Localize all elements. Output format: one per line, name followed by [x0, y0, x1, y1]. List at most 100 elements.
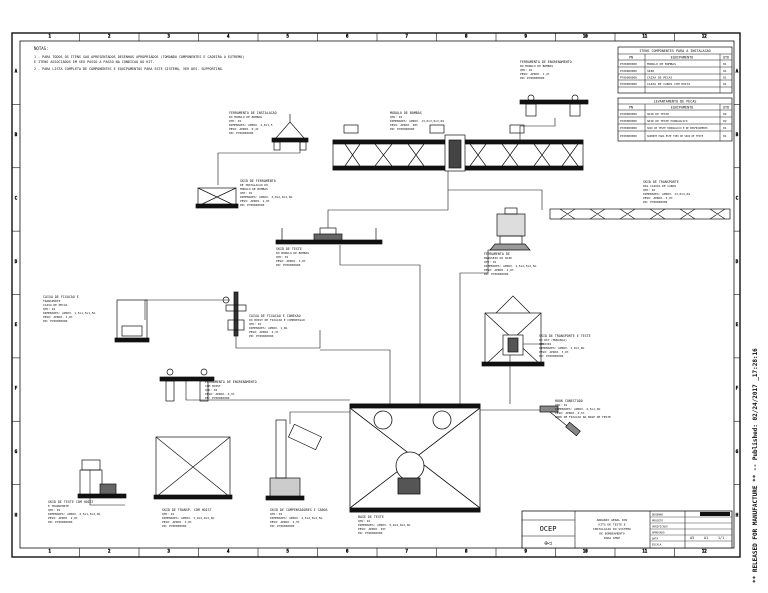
notes-heading: NOTAS:: [34, 46, 48, 51]
callout-line: PN: P700000000: [43, 319, 68, 323]
callout-line: PESO: APROX. 3,0t: [539, 350, 569, 354]
table-cell: P700000000: [620, 62, 637, 66]
callout-line: QTD: 01: [484, 260, 496, 264]
grid-column-number: 11: [642, 549, 647, 554]
callout-line: PN: P700000000: [240, 203, 265, 207]
callout-title: FERRAMENTA DE ENGRENAMENTO: [520, 60, 572, 64]
callout-line: PN: P700000000: [205, 396, 230, 400]
callout-line: PESO: APROX. 3,0t: [162, 520, 192, 524]
grid-row-letter: D: [15, 259, 18, 264]
callout-line: MODULO DE BOMBAS: [240, 187, 268, 191]
components-table-title: ITENS COMPONENTES PARA A INSTALACAO: [639, 49, 710, 53]
callout-line: QTD: 01: [643, 188, 655, 192]
grid-column-number: 2: [108, 549, 111, 554]
callout-line: QTD: 01: [43, 307, 55, 311]
callout-line: DIMENSOES: APROX. 13,0x3,0x3,0m: [390, 119, 444, 123]
callout-line: DIMENSOES: APROX. 3,0x3,0m: [539, 346, 585, 350]
grid-column-number: 11: [642, 34, 647, 39]
callout-line: QTD: 01: [270, 512, 282, 516]
grid-row-letter: F: [736, 386, 739, 391]
grid-row-letter: B: [15, 132, 18, 137]
engagement-tool-drawing: [519, 94, 589, 117]
callout-line: PESO: APROX. 1,2t: [520, 72, 550, 76]
callout-title: HOOK CONECTADO: [555, 399, 583, 403]
callout-line: DO KIT (MUDANCA): [539, 338, 567, 342]
callout-title: SKID DE TRANSPORTE E TESTE: [539, 334, 591, 338]
grid-column-number: 7: [406, 34, 409, 39]
table-cell: MODULO DE BOMBAS: [647, 62, 676, 66]
grid-column-number: 8: [465, 549, 468, 554]
grid-column-number: 1: [49, 34, 52, 39]
callout-line: PESO: APROX. 0,4t: [229, 127, 259, 131]
grid-column-number: 9: [525, 34, 528, 39]
grid-column-number: 3: [168, 549, 171, 554]
table-cell: 01: [723, 69, 727, 73]
parts-table: LEVANTAMENTO DE PECAS PN EQUIPAMENTO QTD…: [617, 97, 733, 142]
table-cell: SKID: [647, 69, 654, 73]
test-base-drawing: [349, 403, 481, 513]
table-cell: SKID DE TESTE HIDRAULICO E DE RESFRIAMEN…: [647, 127, 708, 130]
callout-title: SKID DE TESTE: [276, 247, 302, 251]
callout-line: PN: P700000000: [48, 520, 73, 524]
title-description-line: PARA SMSP: [604, 536, 620, 540]
grid-column-number: 3: [168, 34, 171, 39]
callout-line: PN: P700000000: [520, 76, 545, 80]
grid-row-letter: B: [736, 132, 739, 137]
callout-line: DIMENSOES: APROX. 5,0x4,0x2,0m: [358, 523, 410, 527]
table-cell: P700000000: [620, 82, 637, 86]
callout-line: PN: P700000000: [162, 524, 187, 528]
grid-column-number: 12: [702, 34, 707, 39]
callout-line: PN: P700000000: [229, 131, 254, 135]
note-line: E ITENS ASSOCIADOS EM SEU PASSO A PASSO …: [34, 60, 154, 64]
callout-line: PESO: APROX. 40t: [390, 123, 418, 127]
callout-line: DIMENSOES: APROX. 2,5x1,5x2,0m: [48, 512, 100, 516]
callout-line: PN: P700000000: [276, 263, 301, 267]
callout-line: QTD: 02: [205, 388, 217, 392]
callout-title: MODULO DE BOMBAS: [390, 111, 422, 115]
table-cell: 02: [723, 112, 727, 116]
callout-line: PESO: APROX. 1,0t: [43, 315, 73, 319]
callout-line: QTD: 01: [555, 403, 567, 407]
callout-title: SKID DE TRANSP. COM HOIST: [162, 508, 212, 512]
sheet-size: A3: [690, 536, 694, 540]
callout-line: DO MODULO DE BOMBAS: [276, 251, 309, 255]
tool-skid-drawing: [195, 187, 239, 209]
table-header: QTD: [723, 106, 729, 110]
callout-title: SKID DE FERRAMENTA: [240, 179, 276, 183]
grid-row-letter: G: [736, 449, 739, 454]
grid-row-letter: H: [736, 512, 739, 517]
callout-line: PESO: APROX. 5,0t: [643, 196, 673, 200]
table-cell: P700000000: [620, 134, 637, 138]
grid-column-number: 10: [583, 34, 588, 39]
grid-row-letter: C: [736, 195, 739, 200]
grid-row-letter: G: [15, 449, 18, 454]
pump-module-drawing: [332, 124, 584, 172]
grid-row-letter: H: [15, 512, 18, 517]
company-logo-text: OCEP: [540, 525, 557, 533]
callout-line: PN: P700000000: [390, 127, 415, 131]
title-field-label: DATA: [652, 537, 659, 541]
release-stamp: ** RELEASED FOR MANUFACTURE ** -- Publis…: [752, 348, 759, 583]
callout-line: QTD: 01: [229, 119, 241, 123]
callout-line: PESO: APROX. 25t: [358, 527, 386, 531]
callout-line: QTD: 01: [539, 342, 551, 346]
engagement-hoist-drawing: [159, 368, 215, 402]
grid-column-number: 5: [287, 549, 290, 554]
table-header: EQUIPAMENTO: [671, 56, 693, 60]
callout-line: DE INSTALACAO DO: [240, 183, 268, 187]
grid-row-letter: A: [15, 69, 18, 74]
drawing-border: [11, 32, 741, 558]
grid-column-number: 8: [465, 34, 468, 39]
leader-lines: [89, 118, 556, 506]
callout-title: SKID DE TESTE COM HOIST: [48, 500, 94, 504]
callout-line: QTD: 01: [358, 519, 370, 523]
grid-column-number: 10: [583, 549, 588, 554]
title-description-line: KITS DE TESTE E: [598, 523, 625, 527]
callout-title: FERRAMENTA DE ENGRENAMENTO: [205, 380, 257, 384]
fixation-hoist-drawing: [222, 291, 247, 337]
table-cell: 01: [723, 126, 727, 130]
callout-line: PESO: APROX. 2,5t: [270, 520, 300, 524]
grid-column-number: 7: [406, 549, 409, 554]
